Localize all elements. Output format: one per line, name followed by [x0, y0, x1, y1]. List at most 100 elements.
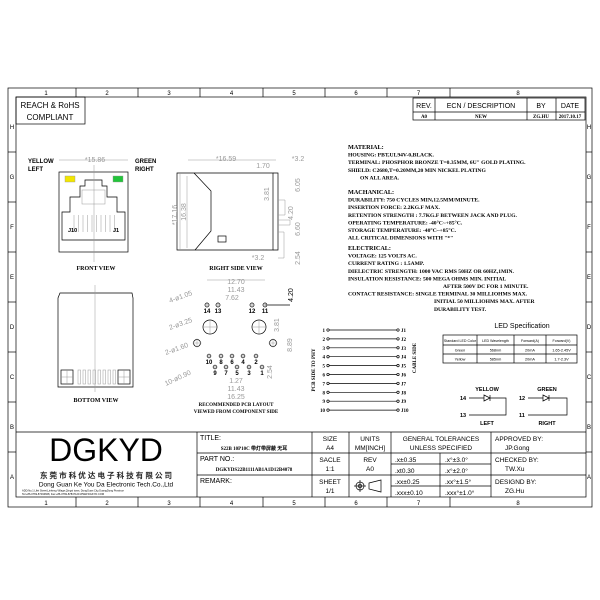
row-label-right: B — [587, 425, 591, 431]
electrical-line: ELECTRICAL: — [348, 245, 391, 252]
by-value: ZG.HU — [533, 115, 549, 120]
size-value: A4 — [326, 445, 334, 452]
terminal-icon — [326, 390, 330, 394]
pcb-dim-11.43-bottom: 11.43 — [228, 386, 245, 393]
electrical-line: DURABILITY TEST. — [434, 307, 487, 313]
led-table-cell: 568nm — [490, 349, 502, 353]
schematic-j-label: J5 — [401, 365, 407, 370]
row-label-right: A — [587, 475, 591, 481]
column-label-bottom: 6 — [354, 501, 358, 507]
schematic-j-label: J7 — [401, 382, 407, 387]
row-label-right: F — [587, 225, 591, 231]
column-label-bottom: 1 — [44, 501, 48, 507]
terminal-icon — [396, 355, 400, 359]
row-label-left: F — [10, 225, 14, 231]
company-logo: DGKYD — [49, 432, 163, 468]
terminal-icon — [396, 372, 400, 377]
led-circuit-pin13: 13 — [460, 413, 466, 419]
terminal-icon — [396, 399, 400, 403]
title-label: TITLE: — [200, 435, 221, 442]
mechanical-line: MACHANICAL: — [348, 189, 394, 196]
led-circuit-right-label: RIGHT — [538, 421, 556, 427]
terminal-icon — [326, 372, 330, 377]
angular-tolerance: .x°±2.0° — [445, 467, 468, 475]
pin-j1-label: J1 — [113, 228, 119, 234]
column-label-top: 2 — [105, 91, 109, 97]
projection-symbol-icon — [354, 479, 382, 493]
row-label-right: D — [587, 325, 592, 331]
schematic-pin-number: 8 — [323, 391, 326, 396]
yellow-led — [64, 175, 76, 183]
schematic-j-label: J8 — [401, 391, 407, 396]
terminal-icon — [326, 399, 330, 403]
rev-value: A0 — [421, 115, 428, 120]
pin-j10-label: J10 — [68, 228, 77, 234]
tolerance-subtitle: UNLESS SPECIFIED — [410, 445, 472, 452]
ecn-value: NEW — [475, 115, 487, 120]
schematic-right-label: CABLE SIDE — [413, 342, 418, 373]
green-diode-icon — [528, 394, 568, 416]
approved-value: JP.Gong — [505, 445, 530, 452]
size-label: SIZE — [323, 436, 338, 443]
side-dim-width: *16.59 — [216, 156, 236, 163]
pcb-dim-3.81: 3.81 — [274, 318, 281, 332]
led-table-cell: 20mA — [525, 349, 535, 353]
company-contact: Tel:+86-0769-87334608, Fax:+86-0769-8784… — [22, 492, 104, 496]
row-label-right: H — [587, 125, 591, 131]
mechanical-line: DURABILITY: 750 CYCLES MIN,12.5MM/MINUTE… — [348, 198, 480, 204]
row-label-right: E — [587, 275, 591, 281]
column-label-bottom: 4 — [230, 501, 234, 507]
rev-label: REV — [363, 457, 377, 464]
led-table-header: Standard LED Color — [444, 339, 477, 343]
material-line: TERMINAL: PHOSPHOR BRONZE T=0.35MM, 6U" … — [348, 160, 526, 166]
row-label-left: G — [10, 175, 15, 181]
pcb-pin-label: 3 — [247, 371, 251, 377]
callout-hole-1.60: 2-ø1.60 — [164, 342, 189, 357]
sheet-value: 1/1 — [325, 488, 334, 495]
led-circuit-pin12: 12 — [519, 396, 525, 402]
schematic-j-label: J2 — [401, 338, 407, 343]
row-label-left: A — [10, 475, 14, 481]
terminal-icon — [396, 337, 400, 341]
led-circuit-pin11: 11 — [519, 413, 525, 419]
schematic-j-label: J6 — [401, 374, 407, 379]
part-no-value: DGKYDS22B1111AB1A1D12B4078 — [216, 468, 293, 473]
side-dim-2.54: 2.54 — [295, 251, 302, 265]
pcb-dim-1.27: 1.27 — [229, 378, 243, 385]
pcb-pin-label: 10 — [206, 360, 213, 366]
pcb-pin-label: 11 — [262, 309, 269, 315]
bottom-pin — [112, 369, 116, 385]
bottom-pin — [92, 369, 96, 385]
terminal-icon — [326, 381, 330, 385]
row-label-left: C — [10, 375, 15, 381]
led-table-border — [442, 334, 578, 364]
scale-label: SACLE — [319, 457, 341, 464]
schematic-pin-number: 10 — [320, 409, 326, 414]
pcb-pin-label: 4 — [241, 360, 245, 366]
pcb-pin-label: 7 — [224, 371, 228, 377]
pcb-pin-label: 9 — [213, 371, 217, 377]
units-value: MM[INCH] — [355, 445, 386, 452]
company-address: ADD:No.1 Lifei Street,Linkeng Village,Qi… — [22, 489, 124, 493]
column-label-bottom: 3 — [167, 501, 171, 507]
side-dim-3.2-bottom: *3.2 — [252, 255, 265, 262]
rev-value-block: A0 — [366, 466, 374, 473]
bottom-pin — [77, 369, 81, 385]
electrical-line: CURRENT RATING : 1.5AMP. — [348, 261, 425, 267]
led-table-cell: 20mA — [525, 358, 535, 362]
front-left-label: LEFT — [28, 167, 43, 173]
tolerance-table: .x±0.35.x°±3.0°.xt0.30.x°±2.0°.xx±0.25.x… — [395, 456, 475, 497]
inner-border — [15, 96, 587, 498]
led-circuits: YELLOW 14 13 LEFT GREEN 12 11 RIGHT — [460, 387, 568, 427]
electrical-line: CONTACT RESISTANCE: SINGLE TERMINAL 30 M… — [348, 292, 528, 298]
pcb-pin-label: 12 — [249, 309, 256, 315]
part-no-label: PART NO.: — [200, 456, 234, 463]
column-label-bottom: 5 — [292, 501, 296, 507]
mechanical-line: ALL CRITICAL DIMENSIONS WITH "*" — [348, 236, 453, 242]
row-label-right: C — [587, 375, 592, 381]
pcb-layout: 12.70 11.43 7.62 4.20 3.81 8.89 2.54 1.2… — [164, 279, 295, 415]
green-led — [112, 175, 124, 183]
bottom-view-label: BOTTOM VIEW — [74, 398, 119, 404]
bottom-pin — [87, 369, 91, 385]
